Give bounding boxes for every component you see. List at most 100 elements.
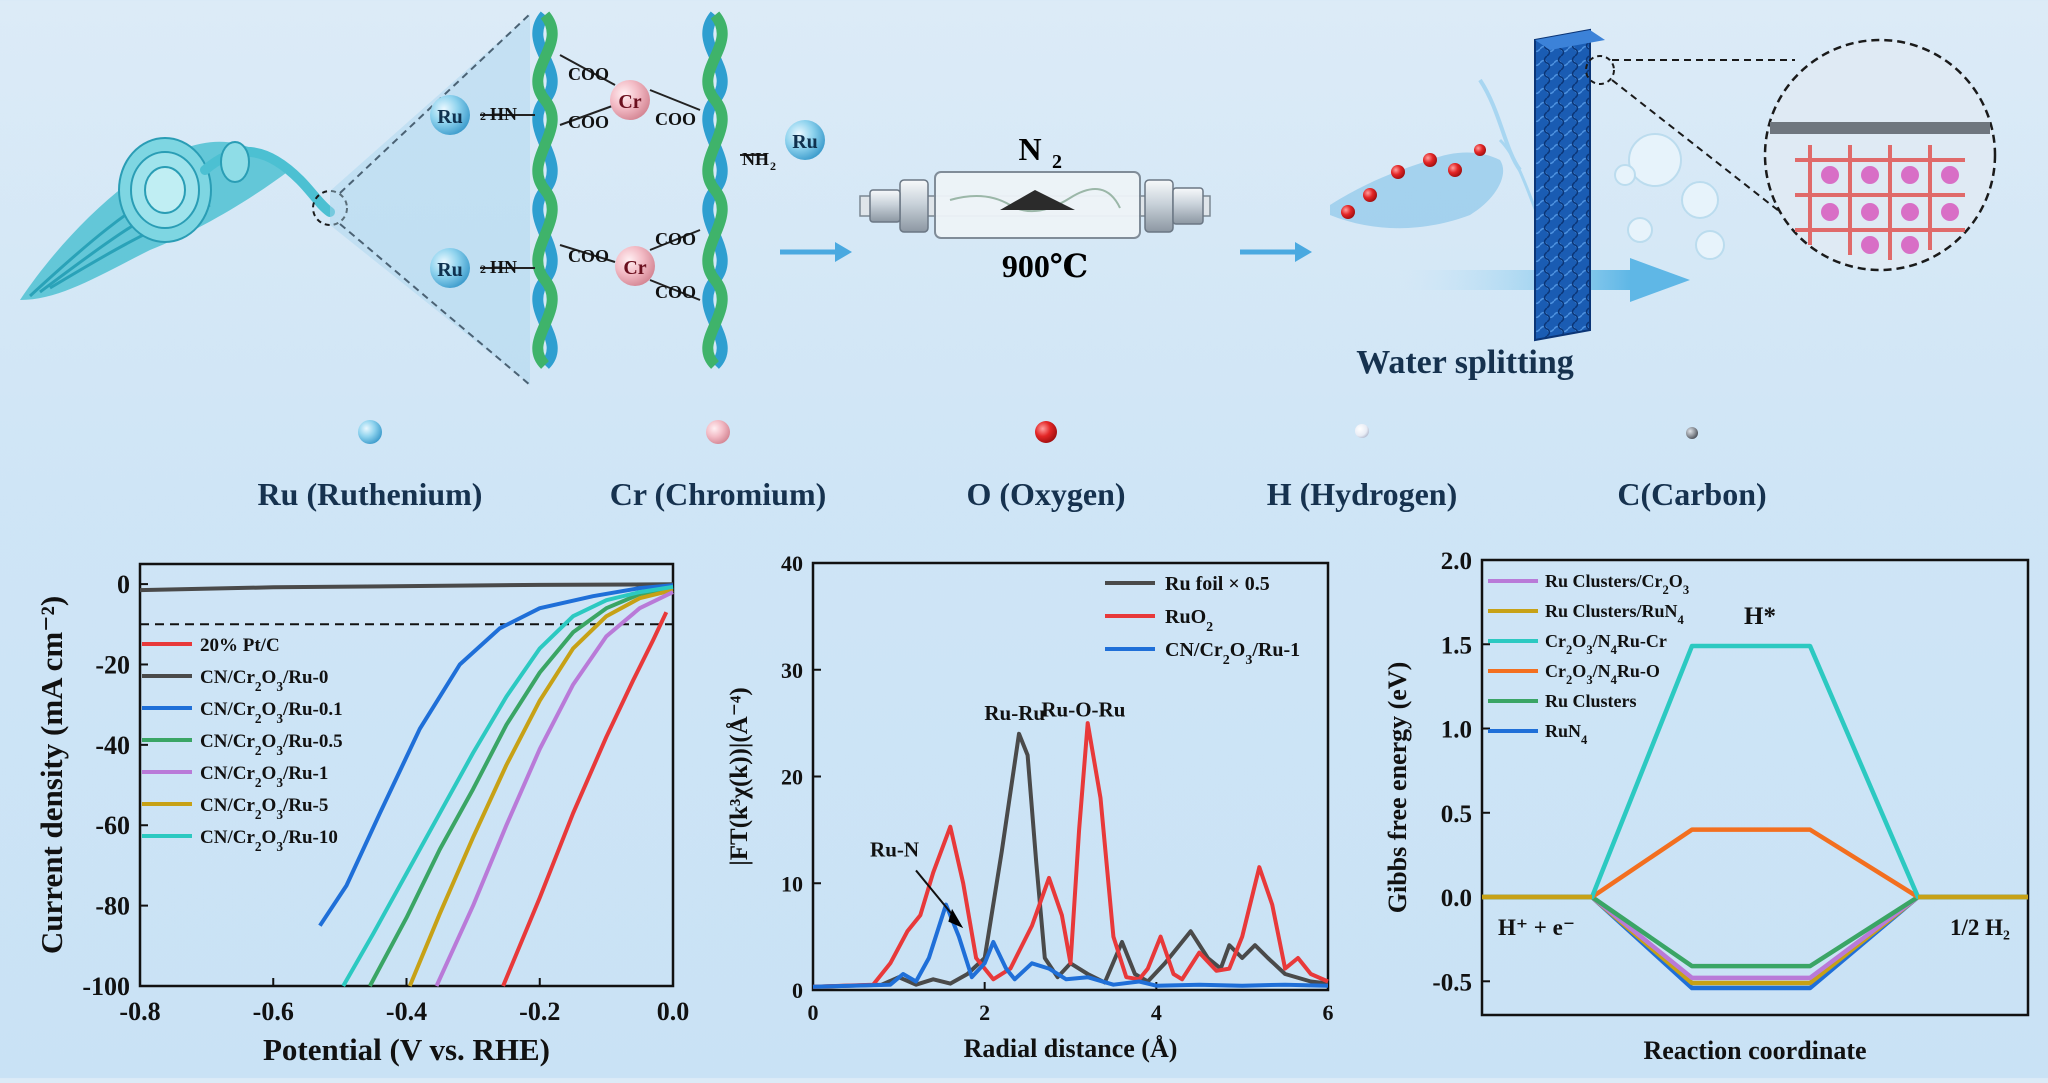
y-tick-label: 0.5 bbox=[1441, 801, 1472, 828]
y-tick-label: 0 bbox=[792, 978, 803, 1003]
y-tick-label: 30 bbox=[781, 658, 803, 683]
gas-label-subscript: 2 bbox=[1052, 151, 1062, 173]
series-line bbox=[139, 582, 674, 593]
svg-text:Cr: Cr bbox=[623, 257, 646, 279]
y-tick-label: 20 bbox=[781, 765, 803, 790]
series-line bbox=[812, 731, 1329, 989]
energy-profile-line bbox=[1482, 643, 2028, 900]
x-axis-label: Potential (V vs. RHE) bbox=[263, 1032, 550, 1067]
annotation-arrow bbox=[915, 869, 958, 922]
legend-label: CN/Cr2O3/Ru-0.5 bbox=[200, 731, 343, 758]
legend-label: CN/Cr2O3/Ru-0 bbox=[200, 667, 328, 694]
y-tick-label: 2.0 bbox=[1441, 548, 1472, 575]
svg-text:H (Hydrogen): H (Hydrogen) bbox=[1267, 476, 1458, 512]
x-tick-label: -0.2 bbox=[519, 997, 560, 1026]
svg-text:2: 2 bbox=[480, 109, 486, 123]
legend-label: RuN4 bbox=[1545, 721, 1588, 747]
legend-label: Ru foil × 0.5 bbox=[1165, 573, 1270, 595]
x-tick-label: -0.8 bbox=[119, 997, 160, 1026]
cr-atom: Cr bbox=[610, 80, 650, 120]
polymer-chain-left bbox=[532, 11, 558, 369]
svg-text:2: 2 bbox=[770, 159, 776, 173]
svg-text:COO: COO bbox=[568, 112, 609, 132]
y-tick-label: 0.0 bbox=[1441, 885, 1472, 912]
legend-h: H (Hydrogen) bbox=[1267, 424, 1458, 512]
state-label-intermediate: H* bbox=[1744, 603, 1776, 630]
energy-profile-line bbox=[1482, 827, 2028, 900]
flow-beam bbox=[1400, 270, 1630, 290]
annotation-label: Ru-Ru bbox=[984, 701, 1045, 725]
x-tick-label: 4 bbox=[1151, 1000, 1162, 1025]
series-line bbox=[368, 586, 674, 987]
svg-text:Ru (Ruthenium): Ru (Ruthenium) bbox=[258, 476, 483, 512]
energy-profile-line bbox=[1482, 894, 2028, 991]
svg-text:C(Carbon): C(Carbon) bbox=[1617, 476, 1766, 512]
temperature-label: 900℃ bbox=[1002, 248, 1088, 284]
svg-text:O (Oxygen): O (Oxygen) bbox=[966, 476, 1125, 512]
series-line bbox=[812, 721, 1329, 989]
svg-text:COO: COO bbox=[568, 64, 609, 84]
legend-label: CN/Cr2O3/Ru-0.1 bbox=[200, 699, 343, 726]
x-tick-label: 2 bbox=[979, 1000, 990, 1025]
state-label-initial: H⁺ + e⁻ bbox=[1498, 915, 1575, 940]
zoom-region-marker bbox=[1585, 55, 1615, 85]
chem-group-labels: COO COO COO COO COO COO HN 2 HN 2 NH 2 bbox=[480, 64, 776, 302]
y-axis-label: Gibbs free energy (eV) bbox=[1383, 662, 1412, 914]
series-line bbox=[434, 590, 674, 987]
water-splash-illustration bbox=[1330, 78, 1542, 229]
water-splitting-label: Water splitting bbox=[1356, 344, 1574, 381]
legend-label: Cr2O3/N4Ru-O bbox=[1545, 661, 1660, 687]
legend-label: 20% Pt/C bbox=[200, 635, 280, 656]
y-tick-label: -20 bbox=[95, 650, 130, 679]
element-legend: Ru (Ruthenium) Cr (Chromium) O (Oxygen) … bbox=[258, 420, 1767, 512]
process-arrow bbox=[1240, 242, 1312, 262]
svg-text:Cr (Chromium): Cr (Chromium) bbox=[610, 476, 827, 512]
flow-arrow-head bbox=[1630, 258, 1690, 302]
legend-label: CN/Cr2O3/Ru-1 bbox=[200, 763, 328, 790]
svg-text:NH: NH bbox=[742, 149, 769, 169]
legend-label: CN/Cr2O3/Ru-5 bbox=[200, 795, 328, 822]
state-label-final: 1/2 H₂ bbox=[1950, 915, 2010, 940]
x-axis-label: Reaction coordinate bbox=[1643, 1036, 1866, 1065]
svg-text:Ru: Ru bbox=[792, 131, 818, 153]
svg-text:2: 2 bbox=[480, 262, 486, 276]
y-tick-label: -80 bbox=[95, 892, 130, 921]
ru-atom: Ru bbox=[785, 120, 825, 160]
y-axis-label: Current density (mA cm⁻²) bbox=[34, 596, 69, 954]
legend-label: Ru Clusters/Cr2O3 bbox=[1545, 571, 1689, 597]
tube-furnace bbox=[859, 171, 1211, 239]
legend-label: CN/Cr2O3/Ru-10 bbox=[200, 827, 338, 854]
y-tick-label: -40 bbox=[95, 731, 130, 760]
legend-o: O (Oxygen) bbox=[966, 421, 1126, 512]
ru-atom: Ru bbox=[430, 248, 470, 288]
series-line bbox=[341, 584, 674, 987]
y-tick-label: -0.5 bbox=[1432, 969, 1472, 996]
legend-label: Ru Clusters bbox=[1545, 691, 1637, 711]
nickel-foam-electrode bbox=[1534, 28, 1605, 342]
svg-text:HN: HN bbox=[490, 257, 517, 277]
plot-frame bbox=[811, 561, 1330, 992]
legend-label: CN/Cr2O3/Ru-1 bbox=[1165, 639, 1300, 668]
y-tick-label: 1.0 bbox=[1441, 717, 1472, 744]
x-tick-label: 6 bbox=[1323, 1000, 1334, 1025]
catalyst-structure-inset bbox=[1763, 38, 1997, 272]
bond-lines bbox=[480, 54, 811, 301]
svg-text:COO: COO bbox=[655, 109, 696, 129]
legend-label: RuO2 bbox=[1165, 606, 1213, 635]
svg-text:Ru: Ru bbox=[437, 106, 463, 128]
legend-c: C(Carbon) bbox=[1617, 427, 1767, 512]
x-tick-label: -0.6 bbox=[253, 997, 294, 1026]
svg-text:Cr: Cr bbox=[618, 91, 641, 113]
polymer-chain-right bbox=[702, 11, 728, 369]
y-axis-label: |FT(k³χ(k))|(Å⁻⁴) bbox=[725, 687, 753, 866]
y-tick-label: -60 bbox=[95, 811, 130, 840]
y-tick-label: -100 bbox=[82, 972, 130, 1001]
ru-atom: Ru bbox=[430, 95, 470, 135]
fiber-bundle-illustration bbox=[20, 13, 531, 386]
